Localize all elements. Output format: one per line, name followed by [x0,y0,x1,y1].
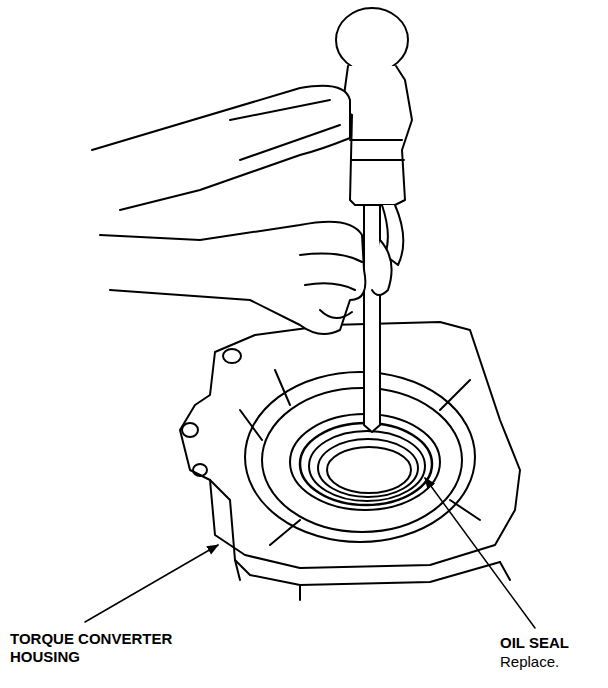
part-label: OIL SEAL [500,634,569,652]
oil-seal-lip [309,431,425,501]
bolt-hole [182,423,198,437]
leader-line [425,478,535,628]
housing-rim [245,372,475,542]
hammer-ball [336,8,408,72]
housing-rib [235,560,510,600]
seal-bore [290,414,440,510]
oil-seal-outer [300,423,432,505]
finger-line [300,254,362,319]
upper-hand [92,86,350,210]
bolt-hole [193,464,207,476]
drift-punch [364,190,380,432]
shaft-bore [327,447,411,493]
bolt-hole [223,349,241,363]
oil-seal-inner [318,439,418,497]
hammer-band [350,140,404,160]
leader-line [85,545,218,622]
instruction-note: Replace. [500,653,559,671]
finger-line [230,100,340,160]
housing-web [240,370,480,545]
lower-hand [100,222,365,334]
thumb [372,240,392,295]
hammer-head [342,66,412,205]
housing-rim-inner [262,388,462,532]
housing-flange [180,322,520,568]
part-label: TORQUE CONVERTER HOUSING [10,630,200,666]
